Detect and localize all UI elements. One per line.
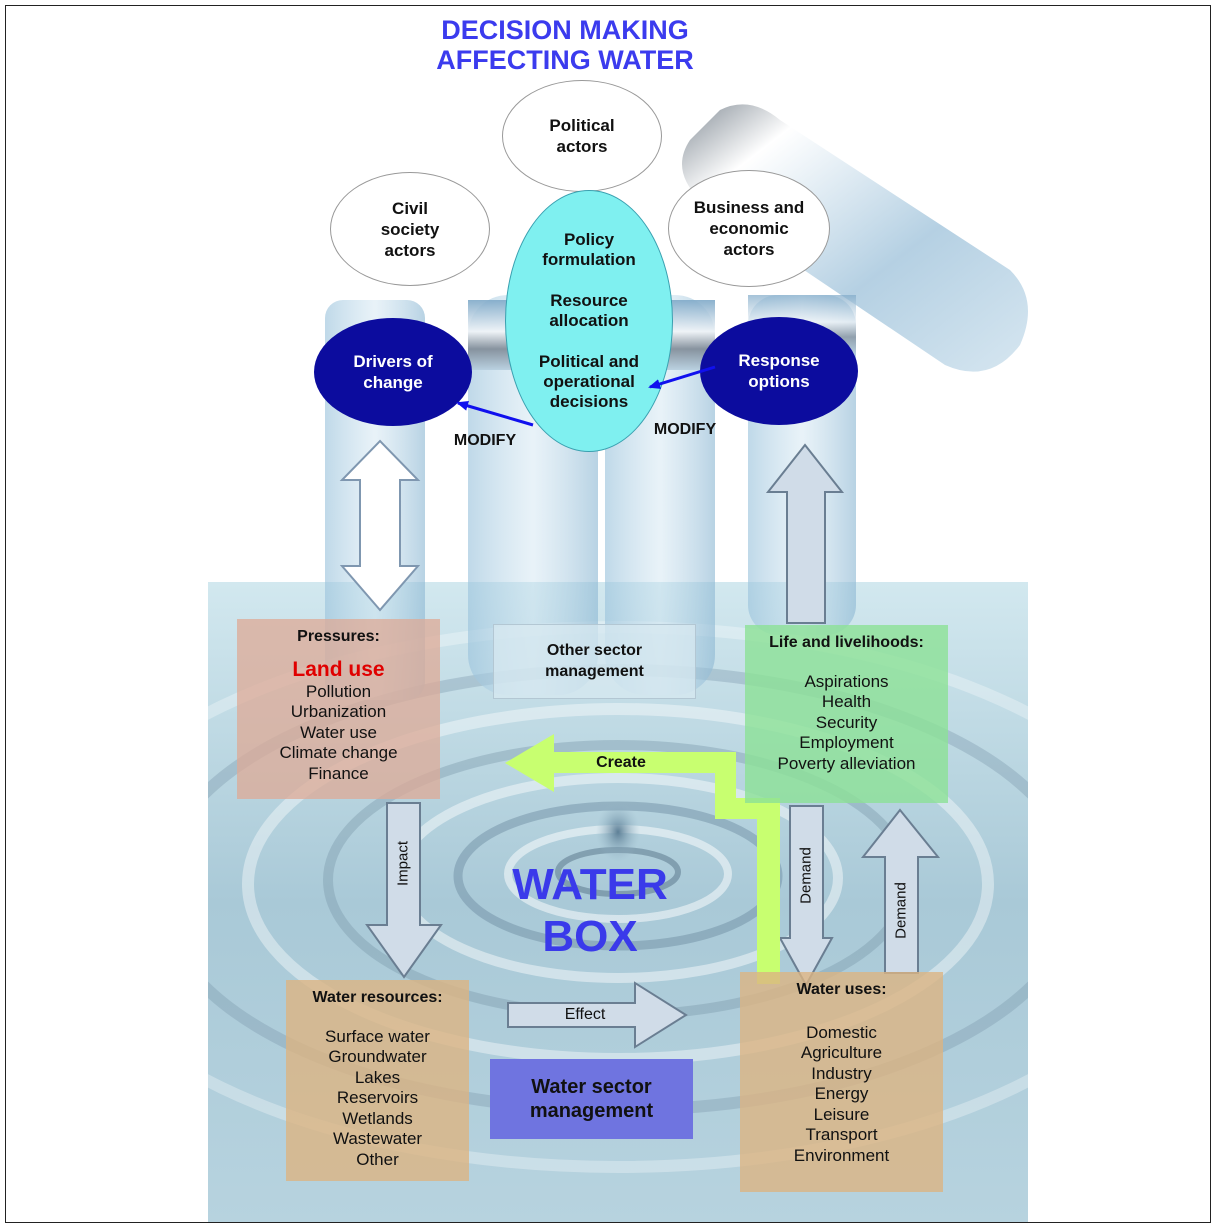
pressures-land-use: Land use — [292, 657, 385, 681]
policy-line1: Policy — [563, 230, 615, 249]
response-line1: Response — [738, 351, 820, 370]
policy-line3: Resource — [550, 291, 628, 310]
business-actors-line1: Business and — [693, 198, 805, 217]
policy-line6: operational — [543, 372, 635, 391]
pressures-box: Pressures: Land use Pollution Urbanizati… — [237, 619, 440, 799]
create-arrow — [505, 734, 780, 984]
water-use-item: Agriculture — [800, 1043, 883, 1062]
life-item: Employment — [799, 733, 894, 752]
water-resource-item: Reservoirs — [336, 1088, 419, 1107]
response-line2: options — [748, 372, 810, 391]
water-use-item: Domestic — [806, 1022, 877, 1042]
diagram-title-line2: AFFECTING WATER — [436, 45, 694, 75]
drivers-line2: change — [363, 373, 423, 392]
impact-arrow — [365, 802, 443, 979]
policy-ellipse: Policy formulation Resource allocation P… — [505, 190, 673, 452]
demand-left-label: Demand — [797, 847, 815, 904]
water-sector-box: Water sector management — [490, 1059, 693, 1139]
effect-arrow — [507, 981, 688, 1049]
life-item: Security — [815, 712, 878, 732]
political-actors-ellipse: Political actors — [502, 80, 662, 192]
civil-actors-line3: actors — [384, 240, 436, 260]
water-sector-line1: Water sector — [531, 1076, 652, 1098]
policy-line4: allocation — [549, 311, 629, 330]
water-resource-item: Groundwater — [328, 1047, 427, 1066]
water-resource-item: Other — [356, 1149, 399, 1169]
pressures-item: Pollution — [305, 681, 372, 701]
business-actors-line2: economic — [709, 219, 789, 238]
pressures-heading: Pressures: — [297, 628, 380, 645]
policy-line5: Political and — [538, 352, 640, 371]
demand-down-arrow — [778, 805, 834, 988]
civil-society-actors-ellipse: Civil society actors — [330, 172, 490, 286]
water-uses-box: Water uses: Domestic Agriculture Industr… — [740, 972, 943, 1192]
water-resource-item: Lakes — [354, 1067, 401, 1087]
business-actors-line3: actors — [723, 240, 775, 259]
civil-actors-line2: society — [380, 219, 440, 239]
modify-left-label: MODIFY — [453, 432, 517, 449]
response-options-ellipse: Response options — [700, 317, 858, 425]
water-uses-heading: Water uses: — [796, 981, 887, 998]
modify-right-label: MODIFY — [653, 421, 717, 438]
water-resource-item: Wetlands — [342, 1108, 413, 1128]
business-actors-ellipse: Business and economic actors — [668, 170, 830, 287]
water-use-item: Leisure — [813, 1104, 870, 1124]
civil-actors-line1: Civil — [392, 198, 428, 218]
pressures-item: Finance — [308, 763, 369, 783]
other-sector-line2: management — [545, 662, 644, 680]
political-actors-line2: actors — [556, 137, 608, 156]
drivers-line1: Drivers of — [353, 352, 433, 371]
water-use-item: Energy — [814, 1084, 869, 1103]
water-resources-heading: Water resources: — [312, 989, 443, 1006]
drivers-double-arrow — [339, 439, 421, 612]
policy-line7: decisions — [549, 392, 629, 411]
life-item: Poverty alleviation — [777, 753, 916, 773]
pressures-item: Climate change — [279, 743, 398, 762]
life-livelihoods-box: Life and livelihoods: Aspirations Health… — [745, 625, 948, 803]
diagram-frame — [5, 5, 1211, 1223]
water-resources-box: Water resources: Surface water Groundwat… — [286, 980, 469, 1181]
modify-left-arrow — [456, 401, 534, 427]
pressures-item: Water use — [300, 722, 377, 742]
water-use-item: Industry — [811, 1063, 872, 1083]
water-use-item: Environment — [793, 1145, 890, 1165]
water-resource-item: Wastewater — [332, 1129, 423, 1148]
impact-label: Impact — [394, 841, 412, 887]
water-use-item: Transport — [805, 1125, 878, 1144]
political-actors-line1: Political — [549, 116, 615, 135]
other-sector-box: Other sector management — [493, 624, 696, 699]
life-up-arrow — [765, 443, 845, 624]
water-box-line2: BOX — [542, 912, 638, 961]
life-item: Aspirations — [804, 671, 889, 691]
water-resource-item: Surface water — [325, 1026, 430, 1046]
modify-right-arrow — [648, 365, 716, 389]
water-sector-line2: management — [529, 1100, 654, 1122]
diagram-title-line1: DECISION MAKING — [441, 15, 689, 45]
effect-label: Effect — [564, 1006, 606, 1023]
create-label: Create — [596, 754, 646, 771]
water-box-line1: WATER — [512, 860, 668, 909]
other-sector-line1: Other sector — [546, 642, 643, 659]
life-heading: Life and livelihoods: — [769, 634, 924, 651]
pressures-item: Urbanization — [290, 702, 387, 721]
demand-right-label: Demand — [892, 882, 910, 939]
drivers-of-change-ellipse: Drivers of change — [314, 318, 472, 426]
policy-line2: formulation — [542, 250, 636, 269]
life-item: Health — [821, 692, 872, 711]
